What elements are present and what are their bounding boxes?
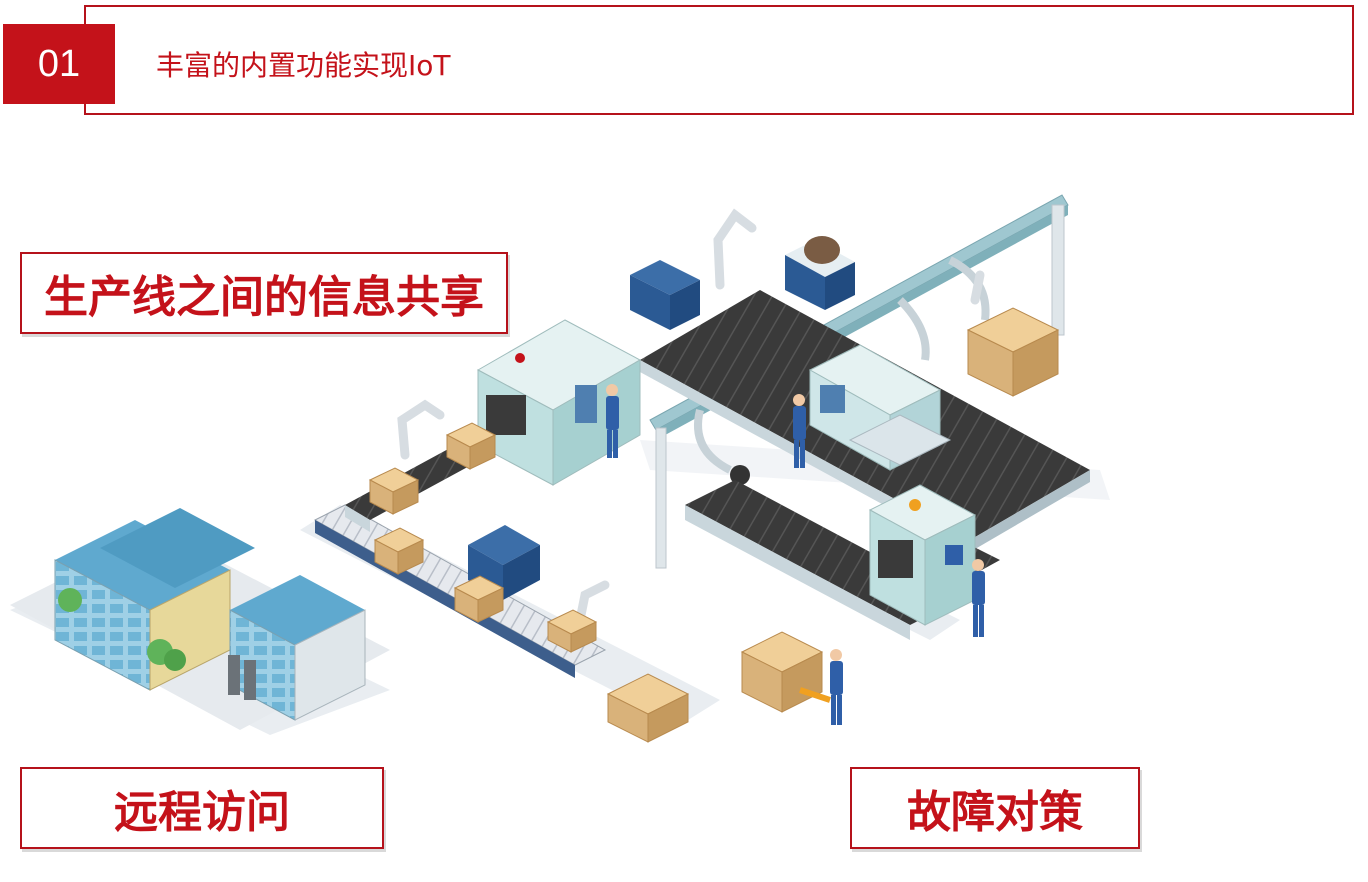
section-number-badge: 01 <box>3 24 115 104</box>
inspection-machine-left <box>476 319 642 486</box>
factory-buildings <box>10 508 390 730</box>
upper-workstations <box>630 236 855 330</box>
section-title: 丰富的内置功能实现IoT <box>156 49 451 82</box>
label-info-sharing: 生产线之间的信息共享 <box>20 252 508 334</box>
factory-illustration <box>10 194 1110 743</box>
header-frame <box>84 5 1354 115</box>
boxes <box>368 307 1060 743</box>
cnc-machine <box>808 344 952 471</box>
label-fault-handling: 故障对策 <box>850 767 1140 849</box>
inspection-machine-right <box>868 484 977 626</box>
robot-arms <box>397 208 985 625</box>
workers <box>606 384 985 725</box>
label-remote-access: 远程访问 <box>20 767 384 849</box>
